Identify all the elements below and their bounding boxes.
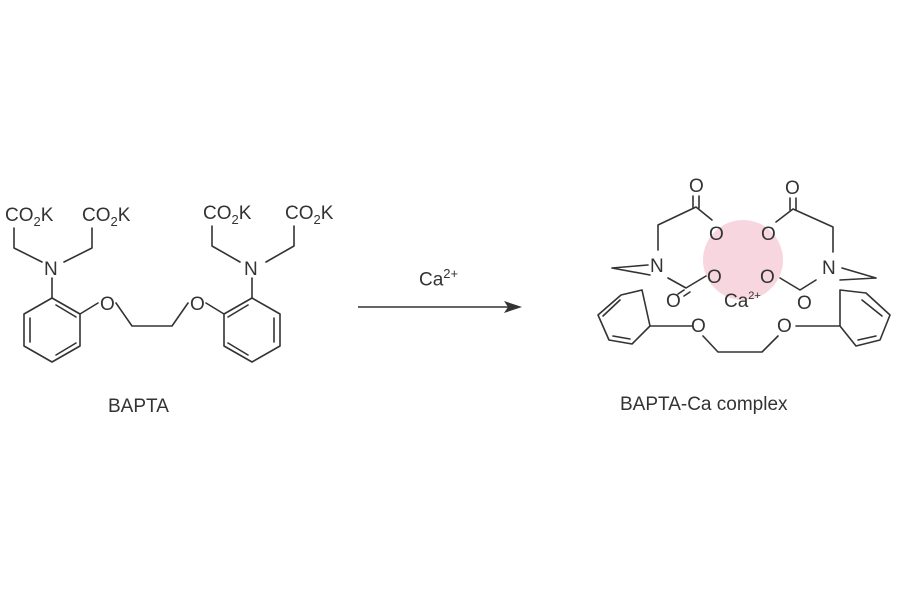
calcium-binding-site-highlight bbox=[703, 220, 783, 300]
co2k-group-4: CO2K bbox=[285, 203, 334, 227]
oxygen-carboxylate-4: O bbox=[760, 267, 775, 288]
co2k-group-2: CO2K bbox=[82, 205, 131, 229]
oxygen-carboxylate-2: O bbox=[761, 224, 776, 245]
co2k-group-3: CO2K bbox=[203, 203, 252, 227]
reactant-caption: BAPTA bbox=[108, 396, 169, 417]
oxygen-carbonyl-bottom-left: O bbox=[666, 291, 681, 312]
co2k-group-1: CO2K bbox=[5, 205, 54, 229]
nitrogen-left: N bbox=[650, 256, 664, 277]
oxygen-carboxylate-3: O bbox=[707, 267, 722, 288]
bapta-ca-structure: O O O O N N O O O O Ca2+ O O bbox=[597, 176, 891, 353]
reagent-label: Ca2+ bbox=[419, 266, 458, 291]
oxygen-carbonyl-top-right: O bbox=[785, 178, 800, 199]
reagent-charge: 2+ bbox=[443, 266, 459, 281]
oxygen-carboxylate-1: O bbox=[709, 224, 724, 245]
oxygen-ether-right: O bbox=[777, 316, 792, 337]
bapta-structure: CO2K CO2K CO2K CO2K N O O N bbox=[5, 203, 334, 363]
nitrogen-right: N bbox=[822, 258, 836, 279]
reagent-symbol: Ca bbox=[419, 269, 444, 291]
product-caption: BAPTA-Ca complex bbox=[620, 394, 788, 415]
nitrogen-right: N bbox=[244, 259, 258, 280]
nitrogen-left: N bbox=[44, 259, 58, 280]
oxygen-ether-left: O bbox=[691, 316, 706, 337]
calcium-ion-label: Ca2+ bbox=[724, 290, 761, 312]
oxygen-ether-right: O bbox=[190, 294, 205, 315]
oxygen-carbonyl-top-left: O bbox=[689, 176, 704, 197]
reaction-arrow bbox=[358, 301, 522, 313]
oxygen-carbonyl-bottom-right: O bbox=[797, 293, 812, 314]
oxygen-ether-left: O bbox=[100, 294, 115, 315]
